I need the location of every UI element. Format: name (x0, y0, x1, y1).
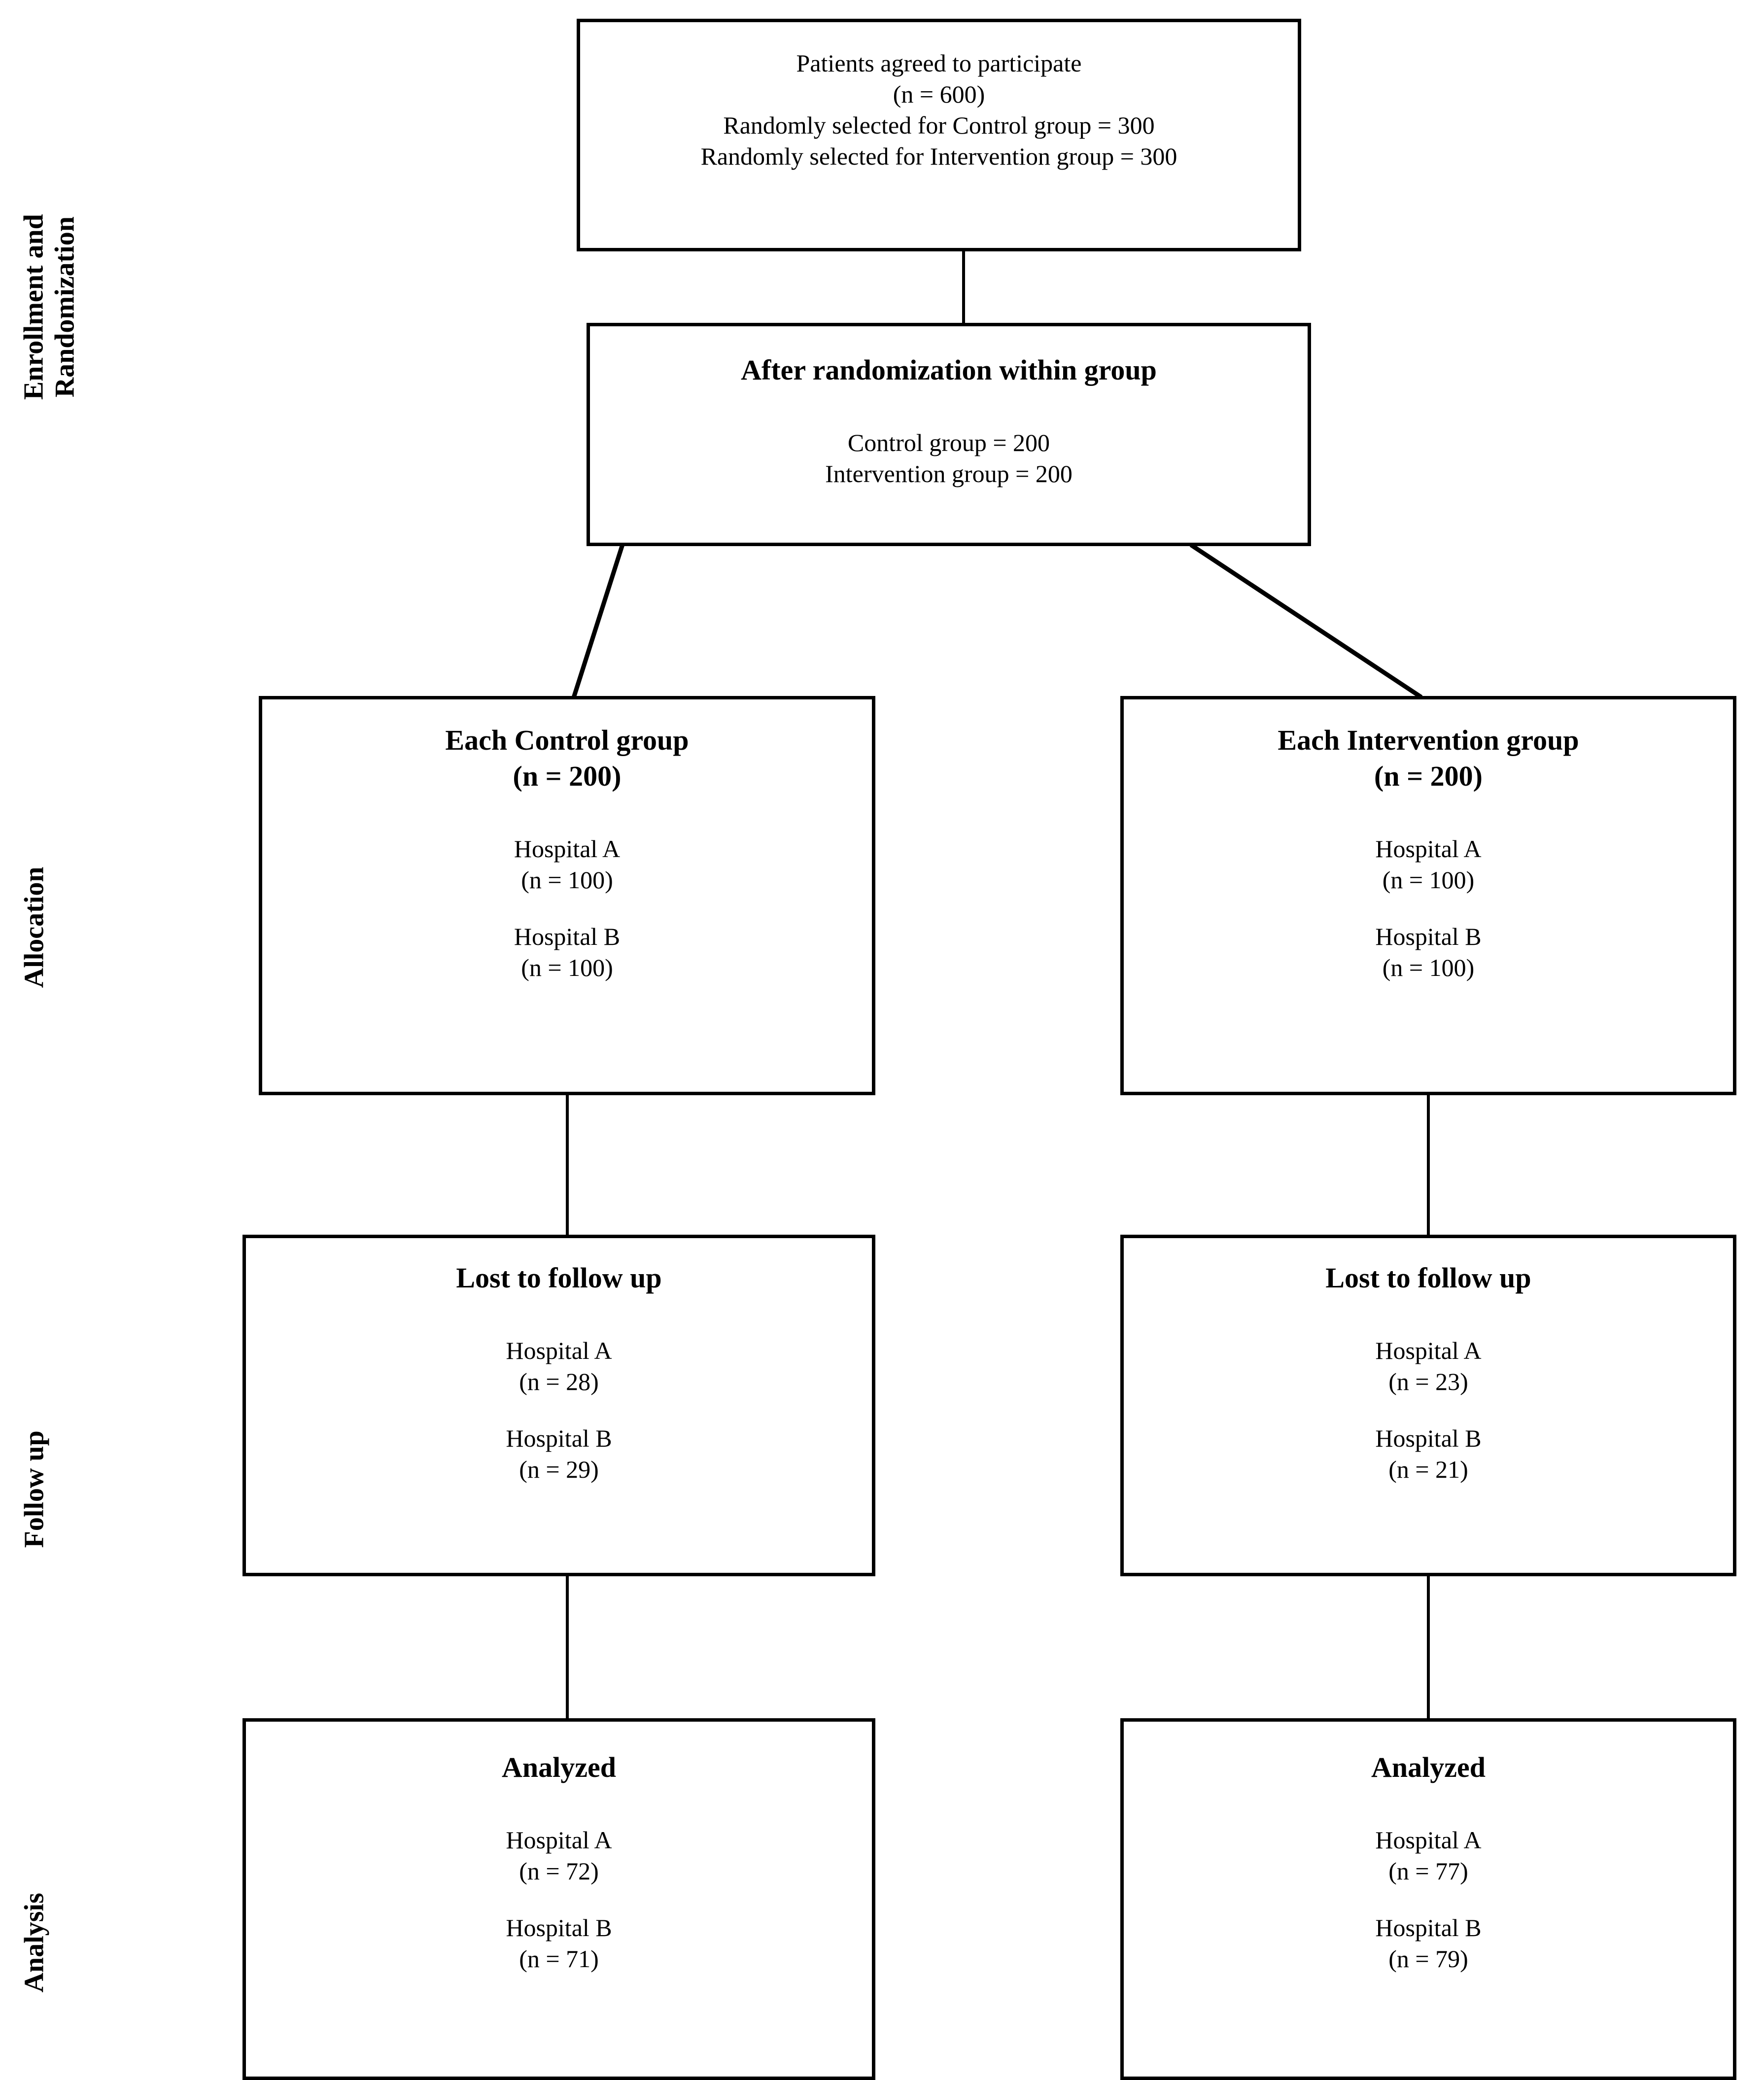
analysis-control-row-0-count: (n = 72) (519, 1857, 599, 1885)
box-analysis-intervention: Analyzed Hospital A (n = 77) Hospital B … (1120, 1718, 1736, 2080)
followup-intervention-row-0-label: Hospital A (1375, 1337, 1482, 1365)
followup-control-title: Lost to follow up (456, 1262, 662, 1294)
randomization-line-2: Intervention group = 200 (825, 460, 1072, 488)
box-followup-intervention: Lost to follow up Hospital A (n = 23) Ho… (1120, 1235, 1736, 1576)
allocation-control-row-0-count: (n = 100) (521, 866, 613, 894)
branch-left-line (571, 543, 625, 699)
allocation-intervention-row-0-label: Hospital A (1375, 835, 1482, 863)
enrollment-line-2: (n = 600) (893, 80, 985, 108)
connector-enrollment-to-randomization (962, 250, 965, 325)
analysis-intervention-row-0-count: (n = 77) (1388, 1857, 1468, 1885)
connector-control-allocation-to-followup (566, 1093, 569, 1237)
analysis-intervention-row-0-label: Hospital A (1375, 1826, 1482, 1854)
followup-control-row-0-count: (n = 28) (519, 1368, 599, 1396)
stage-label-allocation: Allocation (19, 867, 50, 988)
analysis-control-title: Analyzed (502, 1751, 616, 1783)
enrollment-line-3: Randomly selected for Control group = 30… (723, 111, 1155, 139)
allocation-intervention-row-0-count: (n = 100) (1382, 866, 1475, 894)
followup-intervention-row-1-label: Hospital B (1375, 1424, 1482, 1453)
analysis-intervention-row-1-label: Hospital B (1375, 1914, 1482, 1942)
allocation-control-title: Each Control group (445, 724, 689, 756)
analysis-intervention-row-1-count: (n = 79) (1388, 1945, 1468, 1973)
box-enrollment: Patients agreed to participate (n = 600)… (577, 19, 1301, 251)
enrollment-line-1: Patients agreed to participate (796, 49, 1082, 77)
allocation-control-row-0-label: Hospital A (514, 835, 621, 863)
analysis-intervention-title: Analyzed (1371, 1751, 1486, 1783)
followup-intervention-row-1-count: (n = 21) (1388, 1456, 1468, 1484)
randomization-line-1: Control group = 200 (847, 429, 1050, 457)
randomization-title: After randomization within group (741, 354, 1157, 386)
branch-right-line (1189, 543, 1423, 699)
analysis-control-row-1-label: Hospital B (506, 1914, 612, 1942)
stage-label-followup: Follow up (19, 1430, 50, 1548)
allocation-intervention-title: Each Intervention group (1278, 724, 1579, 756)
box-allocation-control: Each Control group (n = 200) Hospital A … (259, 696, 875, 1095)
followup-control-row-1-label: Hospital B (506, 1424, 612, 1453)
followup-control-row-1-count: (n = 29) (519, 1456, 599, 1484)
followup-control-row-0-label: Hospital A (506, 1337, 612, 1365)
box-analysis-control: Analyzed Hospital A (n = 72) Hospital B … (242, 1718, 875, 2080)
allocation-control-subtitle: (n = 200) (513, 760, 622, 793)
allocation-intervention-row-1-count: (n = 100) (1382, 954, 1475, 982)
analysis-control-row-0-label: Hospital A (506, 1826, 612, 1854)
followup-intervention-title: Lost to follow up (1325, 1262, 1531, 1294)
allocation-control-row-1-label: Hospital B (514, 923, 621, 951)
allocation-control-row-1-count: (n = 100) (521, 954, 613, 982)
enrollment-line-4: Randomly selected for Intervention group… (700, 142, 1177, 170)
allocation-intervention-row-1-label: Hospital B (1375, 923, 1482, 951)
box-randomization: After randomization within group Control… (587, 323, 1311, 546)
allocation-intervention-subtitle: (n = 200) (1374, 760, 1483, 793)
stage-label-enrollment: Enrollment and Randomization (18, 214, 80, 400)
box-followup-control-content: Lost to follow up Hospital A (n = 28) Ho… (242, 1235, 875, 1576)
stage-label-analysis: Analysis (19, 1893, 50, 1993)
followup-intervention-row-0-count: (n = 23) (1388, 1368, 1468, 1396)
analysis-control-row-1-count: (n = 71) (519, 1945, 599, 1973)
box-allocation-intervention: Each Intervention group (n = 200) Hospit… (1120, 696, 1736, 1095)
connector-intervention-allocation-to-followup (1427, 1093, 1430, 1237)
